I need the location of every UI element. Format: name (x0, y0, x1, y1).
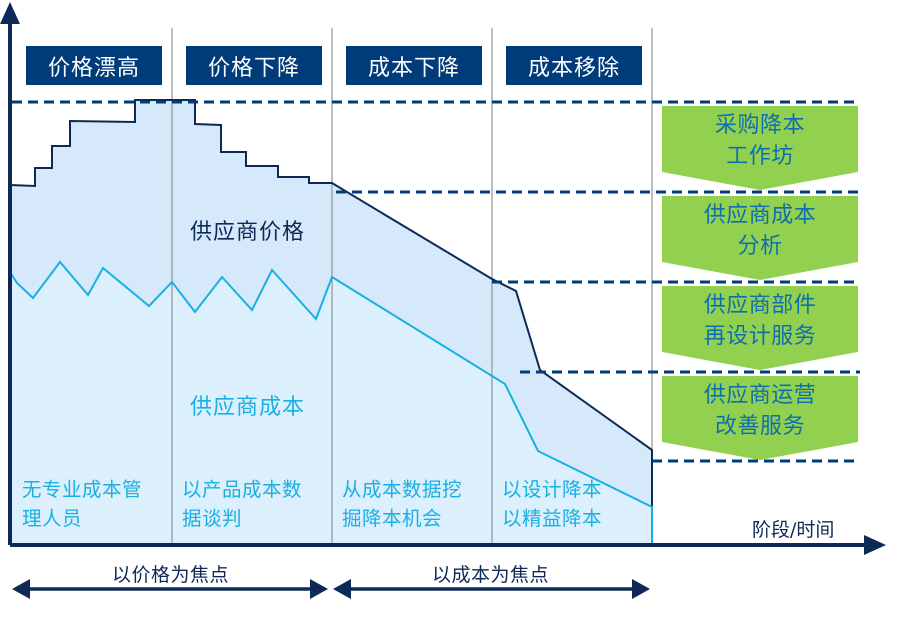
phase-cost-removal: 成本移除 (506, 46, 642, 85)
description-line: 理人员 (22, 507, 83, 530)
service-line: 供应商部件 (703, 293, 817, 318)
focus-arrows (12, 579, 650, 599)
phase-cost-decline: 成本下降 (346, 46, 482, 85)
service-part-redesign: 供应商部件 再设计服务 (662, 286, 858, 370)
service-line: 改善服务 (714, 414, 805, 439)
chevron-down-icon (662, 286, 858, 370)
description-line: 以设计降本 (502, 478, 603, 501)
phase-description-2: 以产品成本数 据谈判 (182, 475, 332, 533)
supplier-price-line (9, 99, 653, 545)
phase-price-decline: 价格下降 (186, 46, 322, 85)
description-line: 以精益降本 (502, 507, 603, 530)
description-line: 从成本数据挖 (342, 478, 463, 501)
service-line: 供应商成本 (703, 203, 817, 228)
description-line: 掘降本机会 (342, 507, 443, 530)
price-focus-label: 以价格为焦点 (112, 564, 230, 586)
description-line: 以产品成本数 (182, 478, 303, 501)
chevron-down-icon (662, 376, 858, 460)
service-line: 再设计服务 (703, 324, 817, 349)
service-line: 采购降本 (714, 113, 805, 138)
phase-description-4: 以设计降本 以精益降本 (502, 475, 652, 533)
supplier-cost-label: 供应商成本 (190, 395, 306, 420)
threshold-dashed-lines (12, 100, 860, 463)
supplier-cost-line (9, 260, 653, 545)
service-procurement-workshop: 采购降本 工作坊 (662, 106, 858, 190)
axes (0, 2, 886, 555)
phase-description-1: 无专业成本管 理人员 (22, 475, 172, 533)
cost-focus-label: 以成本为焦点 (432, 564, 550, 586)
x-axis-label: 阶段/时间 (752, 519, 835, 541)
supplier-price-label: 供应商价格 (190, 220, 306, 245)
chevron-down-icon (662, 106, 858, 190)
service-operations-improvement: 供应商运营 改善服务 (662, 376, 858, 460)
service-line: 分析 (737, 234, 783, 259)
description-line: 无专业成本管 (22, 478, 143, 501)
service-supplier-cost-analysis: 供应商成本 分析 (662, 196, 858, 280)
description-line: 据谈判 (182, 507, 243, 530)
chevron-down-icon (662, 196, 858, 280)
service-line: 供应商运营 (703, 383, 817, 408)
phase-description-3: 从成本数据挖 掘降本机会 (342, 475, 492, 533)
phase-price-inflation: 价格漂高 (26, 46, 162, 85)
service-line: 工作坊 (726, 144, 794, 169)
